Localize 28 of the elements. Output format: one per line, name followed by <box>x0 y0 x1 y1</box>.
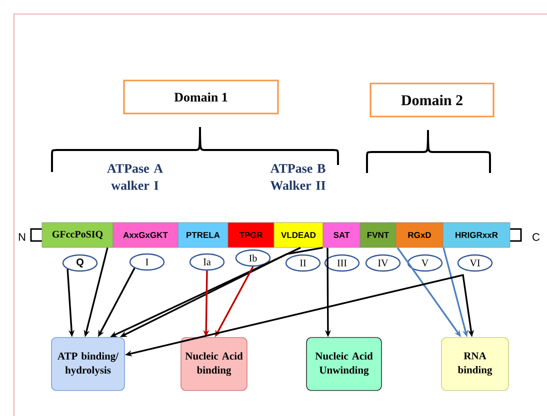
motif-segment: FVNT <box>360 222 396 248</box>
motif-segment: SAT <box>322 222 360 248</box>
terminus-label: C <box>532 233 540 241</box>
motif-segment: AxxGxGKT <box>112 222 178 248</box>
motif-segment: TPGR <box>228 222 274 248</box>
motif-oval: II <box>285 254 321 272</box>
walker-label: ATPase B Walker II <box>270 164 326 190</box>
walker-label: ATPase A walker I <box>107 164 163 190</box>
function-box: ATP binding/ hydrolysis <box>51 337 125 391</box>
motif-segment: RGxD <box>396 222 444 248</box>
motif-segment: PTRELA <box>178 222 228 248</box>
motif-oval: III <box>324 254 360 272</box>
motif-oval: VI <box>457 254 493 272</box>
terminus-label: N <box>18 233 26 241</box>
motif-oval: V <box>407 254 443 272</box>
motif-oval: Ia <box>189 253 225 271</box>
motif-oval: I <box>129 253 165 271</box>
function-box: Nucleic Acid binding <box>180 337 248 391</box>
function-box: RNA binding <box>441 337 509 391</box>
motif-segment: VLDEAD <box>274 222 324 248</box>
function-box: Nucleic Acid Unwinding <box>306 337 382 391</box>
domain-box: Domain 2 <box>370 82 494 118</box>
motif-oval: Ib <box>235 249 271 267</box>
motif-segment: GFccPoSIQ <box>42 222 114 248</box>
domain-box: Domain 1 <box>123 80 279 114</box>
motif-segment: HRIGRxxR <box>442 222 510 248</box>
motif-oval: IV <box>365 254 401 272</box>
motif-oval: Q <box>62 254 98 272</box>
